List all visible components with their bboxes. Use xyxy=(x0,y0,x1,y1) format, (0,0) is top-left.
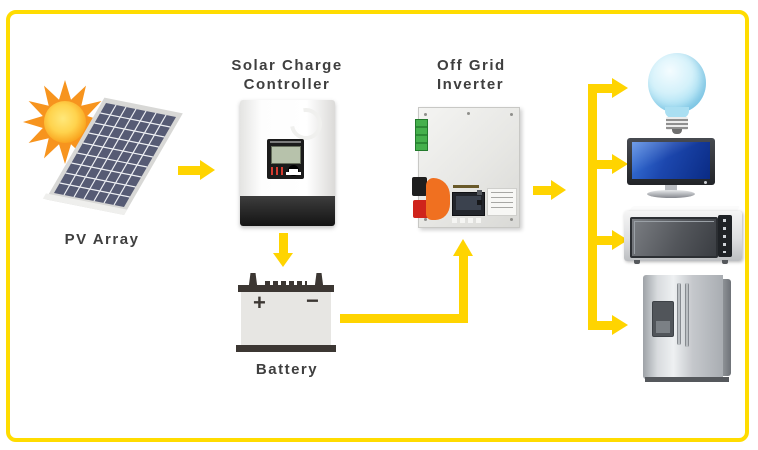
inverter-image xyxy=(412,107,520,228)
inverter-model-text xyxy=(453,185,479,188)
battery-icon: + − xyxy=(236,272,336,352)
inverter-black-connector xyxy=(412,177,427,196)
battery-label: Battery xyxy=(255,361,319,378)
bus-branch-arrow-refrigerator xyxy=(597,315,628,336)
controller-label-line2: Controller xyxy=(243,76,331,93)
pv-array-graphic xyxy=(20,70,220,250)
battery-body: + − xyxy=(241,288,331,345)
battery-top-bar xyxy=(238,285,334,292)
inverter-red-connector xyxy=(413,200,429,218)
fridge-base xyxy=(645,377,729,382)
battery-terminal-negative xyxy=(314,273,324,286)
controller-heatsink xyxy=(240,196,335,226)
microwave-foot xyxy=(634,260,640,264)
wire-battery-vertical xyxy=(459,255,468,323)
controller-dpad-buttons xyxy=(288,165,299,176)
tv-screen xyxy=(632,142,710,179)
bulb-screw-base xyxy=(666,117,688,130)
screw-icon xyxy=(510,218,513,221)
bulb-glass xyxy=(648,53,706,113)
inverter-terminal-block xyxy=(415,119,428,151)
screw-icon xyxy=(510,113,513,116)
screw-icon xyxy=(424,218,427,221)
solar-panel-icon xyxy=(43,97,183,215)
battery-terminal-positive xyxy=(248,273,258,286)
microwave-control-panel xyxy=(718,215,732,257)
controller-lcd-screen xyxy=(271,146,301,164)
sun-icon xyxy=(23,80,107,164)
inverter-indicator-icon xyxy=(477,200,482,205)
controller-display-bezel xyxy=(267,139,304,179)
arrow-inverter-to-bus xyxy=(533,180,567,201)
refrigerator-icon xyxy=(643,273,733,386)
fridge-water-dispenser xyxy=(652,301,674,337)
controller-indicator-leds xyxy=(271,167,286,175)
controller-label-line1: Solar Charge xyxy=(231,57,343,74)
battery-bottom-bar xyxy=(236,345,336,352)
inverter-buttons xyxy=(452,218,483,223)
diagram-border xyxy=(6,10,749,442)
screw-icon xyxy=(467,112,470,115)
battery-minus-sign: − xyxy=(306,288,319,313)
tv-icon xyxy=(627,138,717,199)
microwave-icon xyxy=(622,205,746,267)
bulb-neck xyxy=(665,107,689,118)
fridge-side-panel xyxy=(723,279,731,376)
wire-battery-horizontal xyxy=(340,314,468,323)
inverter-label-line2: Inverter xyxy=(437,76,505,93)
inverter-lcd-screen xyxy=(452,192,485,216)
arrow-controller-to-battery xyxy=(273,233,294,267)
tv-stand-neck xyxy=(665,185,677,191)
arrowhead-battery-to-inverter xyxy=(453,239,474,256)
inverter-indicator-icon xyxy=(477,190,482,195)
microwave-door xyxy=(630,217,718,258)
battery-plus-sign: + xyxy=(253,290,266,315)
microwave-foot xyxy=(722,260,728,264)
bulb-contact-tip xyxy=(672,129,682,134)
arrow-pv-to-controller xyxy=(178,160,216,181)
distribution-bus xyxy=(588,84,597,330)
tv-power-light xyxy=(704,181,707,184)
fridge-handle xyxy=(685,283,689,347)
pv-array-label: PV Array xyxy=(64,231,140,248)
tv-stand-base xyxy=(647,190,695,198)
bus-branch-arrow-tv xyxy=(597,154,628,175)
inverter-spec-label xyxy=(487,188,517,216)
screw-icon xyxy=(424,113,427,116)
inverter-orange-swoosh xyxy=(426,178,450,220)
fridge-handle xyxy=(677,283,681,345)
charge-controller-image xyxy=(240,100,335,226)
bus-branch-arrow-bulb xyxy=(597,78,628,99)
inverter-label-line1: Off Grid xyxy=(437,57,506,74)
light-bulb-icon xyxy=(648,53,708,134)
battery-cell-caps xyxy=(265,281,307,286)
